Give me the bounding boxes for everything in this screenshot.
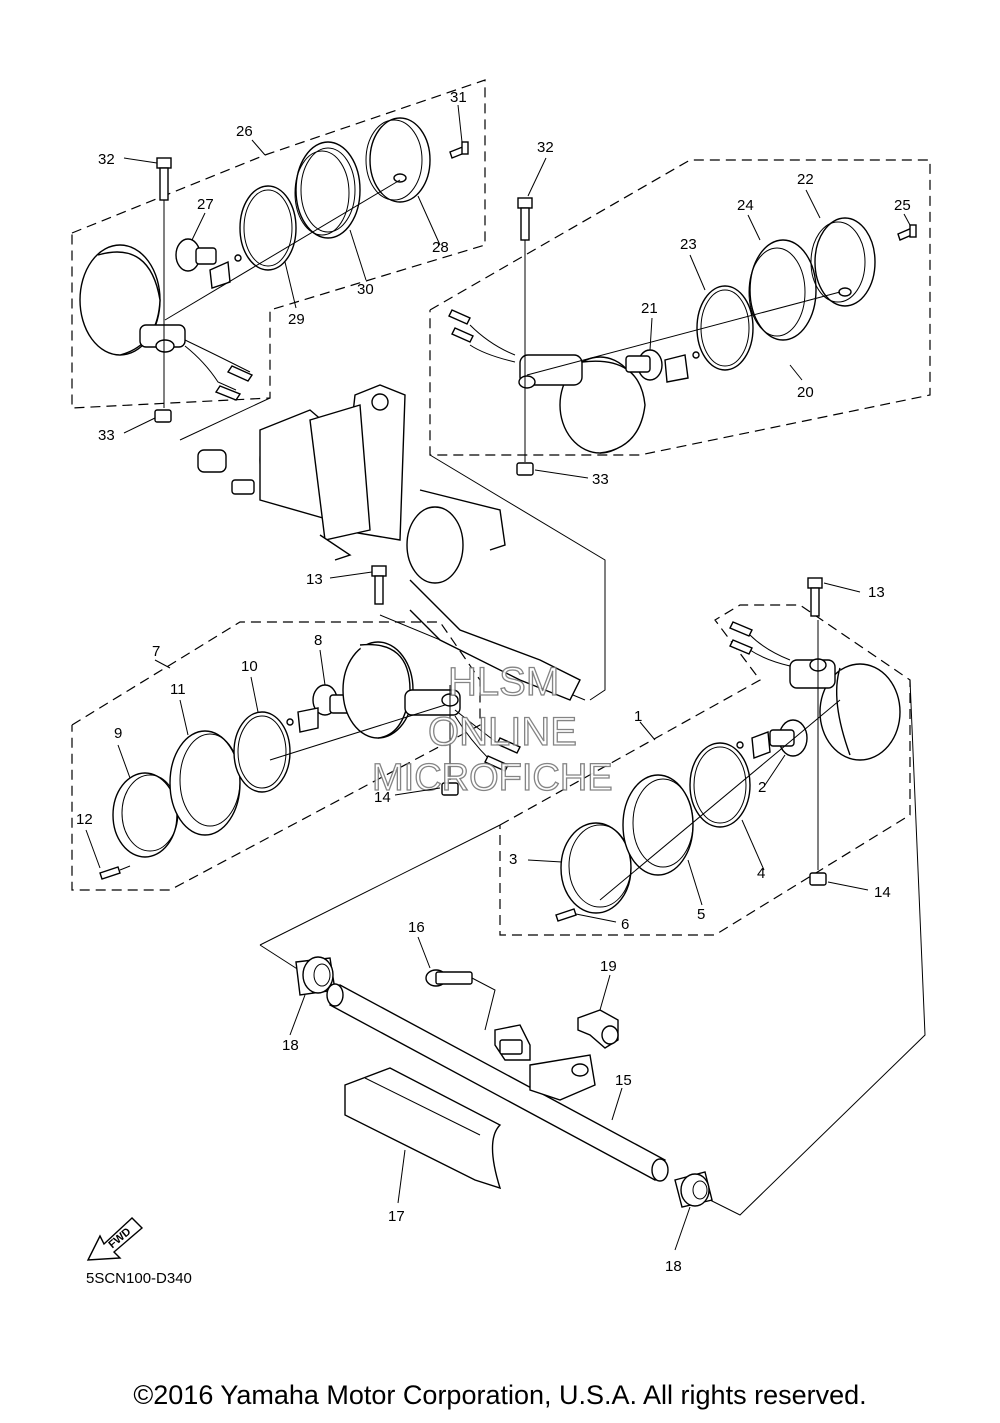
callout-24: 24 <box>737 197 754 214</box>
callout-4: 4 <box>757 865 765 882</box>
watermark: HLSM ONLINE MICROFICHE <box>371 659 613 799</box>
callout-19: 19 <box>600 958 617 975</box>
callout-1: 1 <box>634 708 642 725</box>
callout-3: 3 <box>509 851 517 868</box>
callout-labels: 32 26 27 31 28 29 30 33 32 22 24 25 23 2… <box>76 89 911 1275</box>
assembly-7-front-left-signal <box>71 621 521 891</box>
callout-14: 14 <box>874 884 891 901</box>
callout-26: 26 <box>236 123 253 140</box>
callout-31: 31 <box>450 89 467 106</box>
watermark-line2: ONLINE <box>428 710 577 754</box>
callout-33: 33 <box>592 471 609 488</box>
diagram-code: 5SCN100-D340 <box>86 1270 192 1287</box>
callout-22: 22 <box>797 171 814 188</box>
callout-30: 30 <box>357 281 374 298</box>
callout-18: 18 <box>282 1037 299 1054</box>
assembly-1-front-right-signal <box>499 577 911 936</box>
callout-7: 7 <box>152 643 160 660</box>
callout-16: 16 <box>408 919 425 936</box>
callout-15: 15 <box>615 1072 632 1089</box>
callout-28: 28 <box>432 239 449 256</box>
callout-8: 8 <box>314 632 322 649</box>
callout-13: 13 <box>868 584 885 601</box>
watermark-line1: HLSM <box>448 660 559 704</box>
callout-10: 10 <box>241 658 258 675</box>
callout-9: 9 <box>114 725 122 742</box>
callout-32: 32 <box>537 139 554 156</box>
bar-assembly <box>259 679 926 1216</box>
watermark-line3: MICROFICHE <box>372 757 613 799</box>
callout-20: 20 <box>797 384 814 401</box>
callout-29: 29 <box>288 311 305 328</box>
assembly-20-rear-right-signal <box>429 159 931 476</box>
leader-lines <box>85 104 911 1251</box>
callout-25: 25 <box>894 197 911 214</box>
copyright-notice: ©2016 Yamaha Motor Corporation, U.S.A. A… <box>133 1380 867 1410</box>
callout-14: 14 <box>374 789 391 806</box>
callout-13: 13 <box>306 571 323 588</box>
callout-32: 32 <box>98 151 115 168</box>
callout-33: 33 <box>98 427 115 444</box>
assembly-26-rear-left-signal <box>71 79 486 423</box>
callout-17: 17 <box>388 1208 405 1225</box>
callout-2: 2 <box>758 779 766 796</box>
callout-12: 12 <box>76 811 93 828</box>
callout-6: 6 <box>621 916 629 933</box>
callout-5: 5 <box>697 906 705 923</box>
callout-11: 11 <box>170 681 186 698</box>
callout-18: 18 <box>665 1258 682 1275</box>
bracket-reference-assembly <box>179 384 606 701</box>
callout-23: 23 <box>680 236 697 253</box>
fwd-arrow-icon: FWD <box>86 1217 144 1261</box>
callout-21: 21 <box>641 300 658 317</box>
callout-27: 27 <box>197 196 214 213</box>
